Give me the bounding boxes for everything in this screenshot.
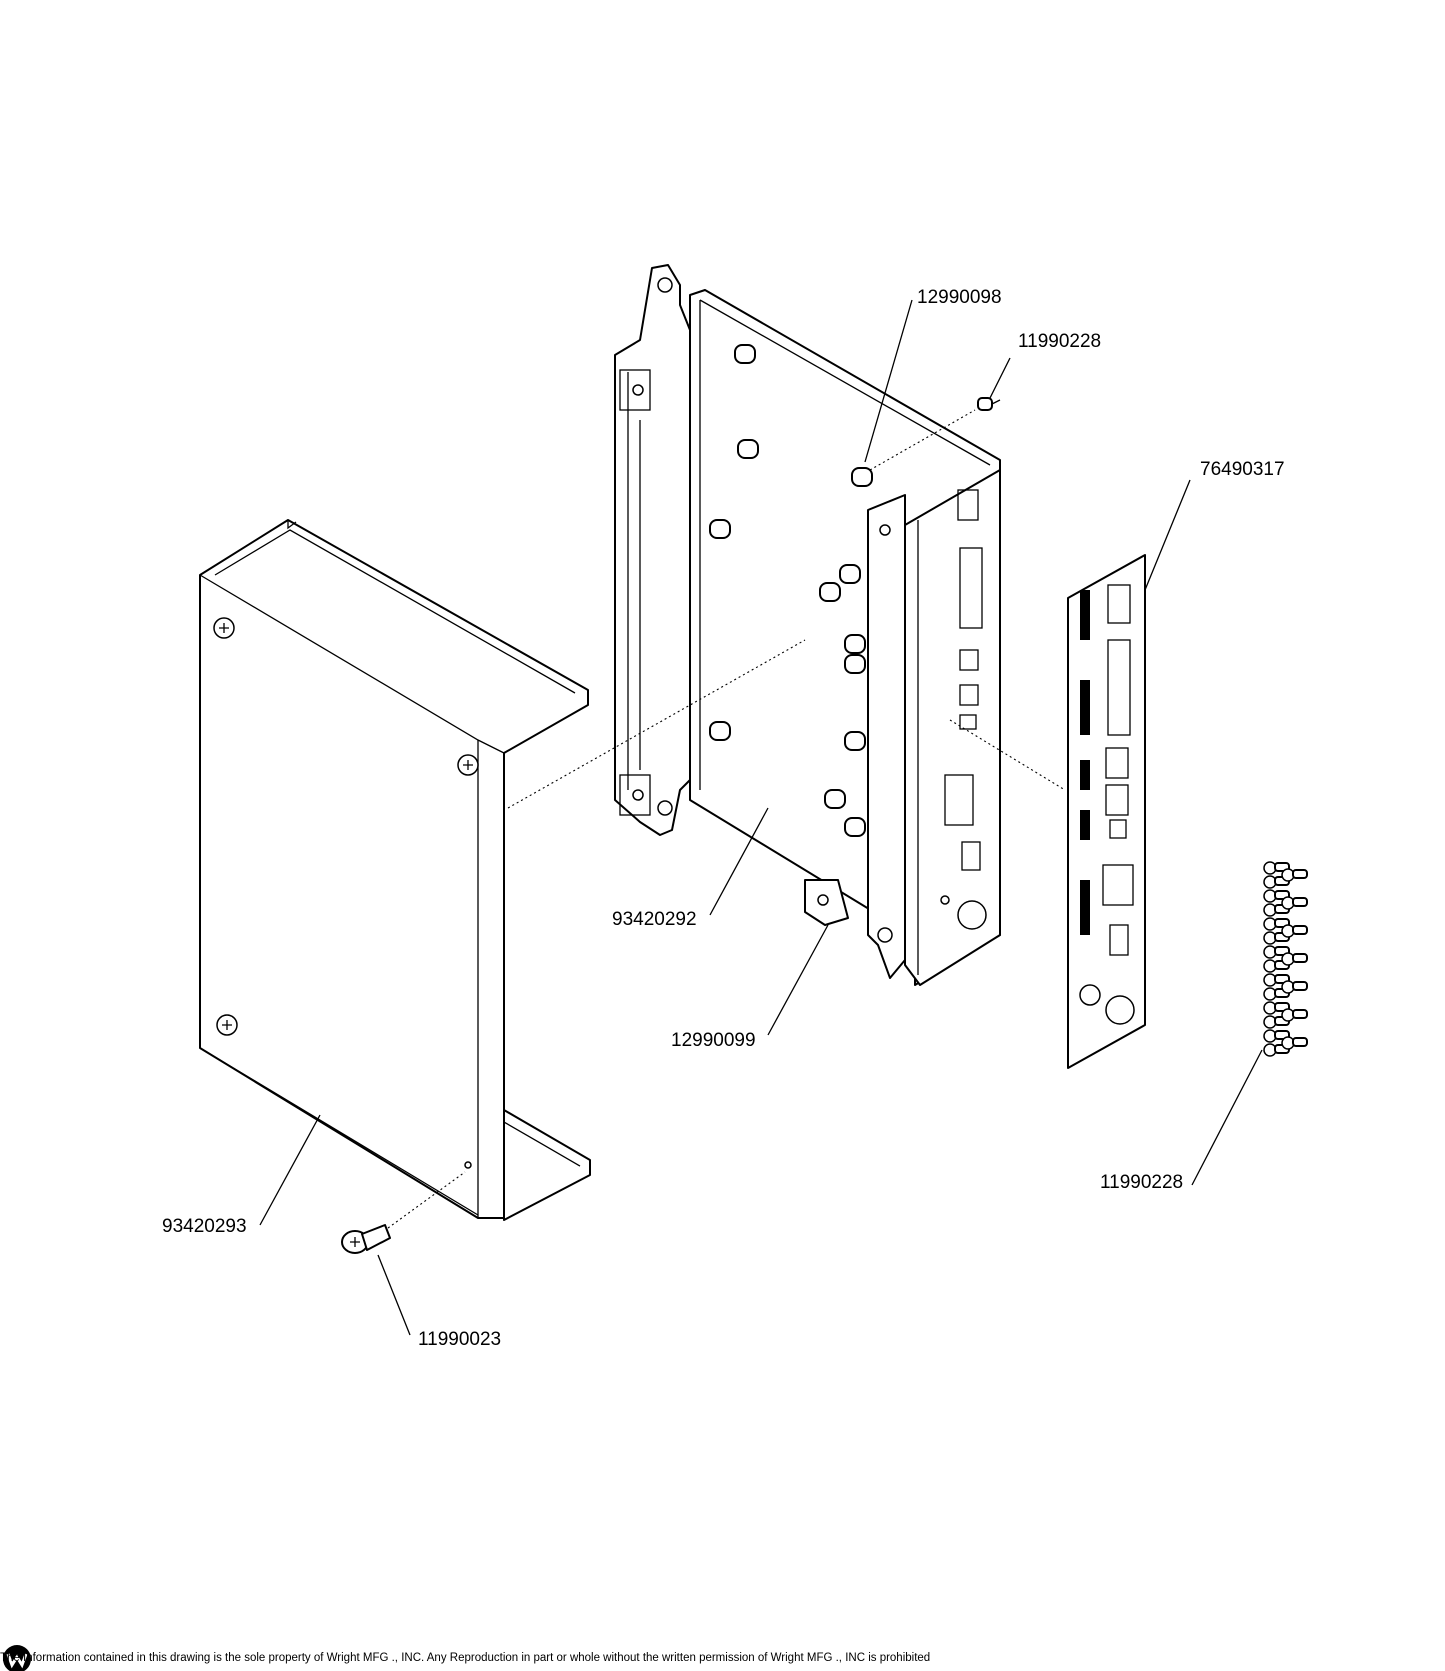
clip-part — [804, 879, 849, 926]
callout-93420293: 93420293 — [162, 1216, 247, 1237]
callout-12990098: 12990098 — [917, 287, 1002, 308]
label-plate-part — [1067, 554, 1146, 1069]
callout-11990023: 11990023 — [418, 1329, 501, 1350]
callout-12990099: 12990099 — [671, 1030, 756, 1051]
company-logo-icon — [3, 1645, 31, 1671]
callout-76490317: 76490317 — [1200, 459, 1285, 480]
assembly-line-screw-top — [869, 409, 976, 471]
bracket-part — [614, 264, 1001, 986]
callout-11990228-top: 11990228 — [1018, 331, 1101, 352]
screw-top-part — [977, 397, 1001, 411]
assembly-line-screw-cover — [387, 1171, 466, 1229]
callout-11990228-bundle: 11990228 — [1100, 1172, 1183, 1193]
proprietary-notice: The Information contained in this drawin… — [0, 1652, 931, 1664]
screws-bundle-part — [1263, 861, 1308, 1057]
cover-part — [199, 519, 591, 1221]
screw-cover-part — [341, 1224, 391, 1254]
callout-93420292: 93420292 — [612, 909, 697, 930]
assembly-line-cover — [507, 639, 806, 809]
